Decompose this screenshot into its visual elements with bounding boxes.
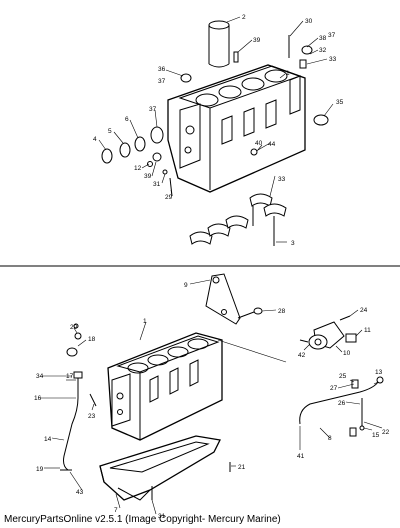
thermostat-housing [299,315,357,350]
callout-label: 27 [330,385,338,392]
engine-block-top-part [167,64,306,193]
callout-label: 24 [360,307,368,314]
callout-label: 1 [143,318,147,325]
callout-label: 7 [114,507,118,514]
callout-label: 44 [268,141,276,148]
callout-label: 40 [255,140,263,147]
callout-label: 30 [305,18,313,25]
front-seal-rings [101,126,164,167]
callout-label: 2 [242,14,246,21]
image-copyright-caption: MercuryPartsOnline v2.5.1 (Image Copyrig… [4,514,281,525]
callout-label: 39 [253,37,261,44]
callout-label: 42 [298,352,306,359]
callouts-top: 2 30 39 38 37 32 33 36 37 1 35 4 5 6 37 … [93,14,344,247]
callout-label: 34 [36,373,44,380]
callouts-bottom: 9 28 1 24 11 10 42 20 18 34 17 16 23 27 … [34,282,390,520]
callout-label: 41 [297,453,305,460]
callout-label: 20 [70,324,78,331]
callout-label: 16 [34,395,42,402]
lifting-bracket [205,273,263,325]
engine-block-bottom-part [107,332,223,441]
callout-label: 43 [76,489,84,496]
side-plugs [180,35,329,126]
callout-label: 37 [149,106,157,113]
callout-label: 37 [158,78,166,85]
callout-label: 37 [328,32,336,39]
cylinder-sleeve-part [208,20,230,68]
callout-label: 8 [328,435,332,442]
callout-label: 28 [278,308,286,315]
dipstick-tube-right [299,376,384,437]
callout-label: 12 [134,165,142,172]
callout-label: 6 [125,116,129,123]
callout-label: 31 [153,181,161,188]
callout-label: 38 [319,35,327,42]
callout-label: 17 [66,373,74,380]
callout-label: 31 [158,513,166,520]
dipstick-tube-left [60,332,83,471]
callout-label: 36 [158,66,166,73]
callout-label: 19 [36,466,44,473]
callout-label: 9 [184,282,188,289]
callout-label: 32 [319,47,327,54]
callout-label: 22 [382,429,390,436]
callout-label: 3 [291,240,295,247]
bottom-leader-lines [40,279,383,515]
callout-label: 14 [44,436,52,443]
callout-label: 39 [144,173,152,180]
callout-label: 35 [336,99,344,106]
callout-label: 23 [88,413,96,420]
top-leader-lines [98,16,334,243]
callout-label: 10 [343,350,351,357]
callout-label: 33 [278,176,286,183]
oil-pan-part [99,435,221,501]
callout-label: 15 [372,432,380,439]
callout-label: 33 [329,56,337,63]
callout-label: 4 [93,136,97,143]
callout-label: 21 [238,464,246,471]
callout-label: 13 [375,369,383,376]
top-exploded-view [98,16,334,246]
callout-label: 5 [108,128,112,135]
callout-label: 18 [88,336,96,343]
callout-label: 29 [165,194,173,201]
main-bearing-caps [189,193,287,246]
callout-label: 25 [339,373,347,380]
callout-label: 26 [338,400,346,407]
loose-fasteners [73,323,231,500]
bottom-exploded-view [40,273,384,515]
callout-label: 1 [286,70,290,77]
callout-label: 11 [364,327,371,334]
